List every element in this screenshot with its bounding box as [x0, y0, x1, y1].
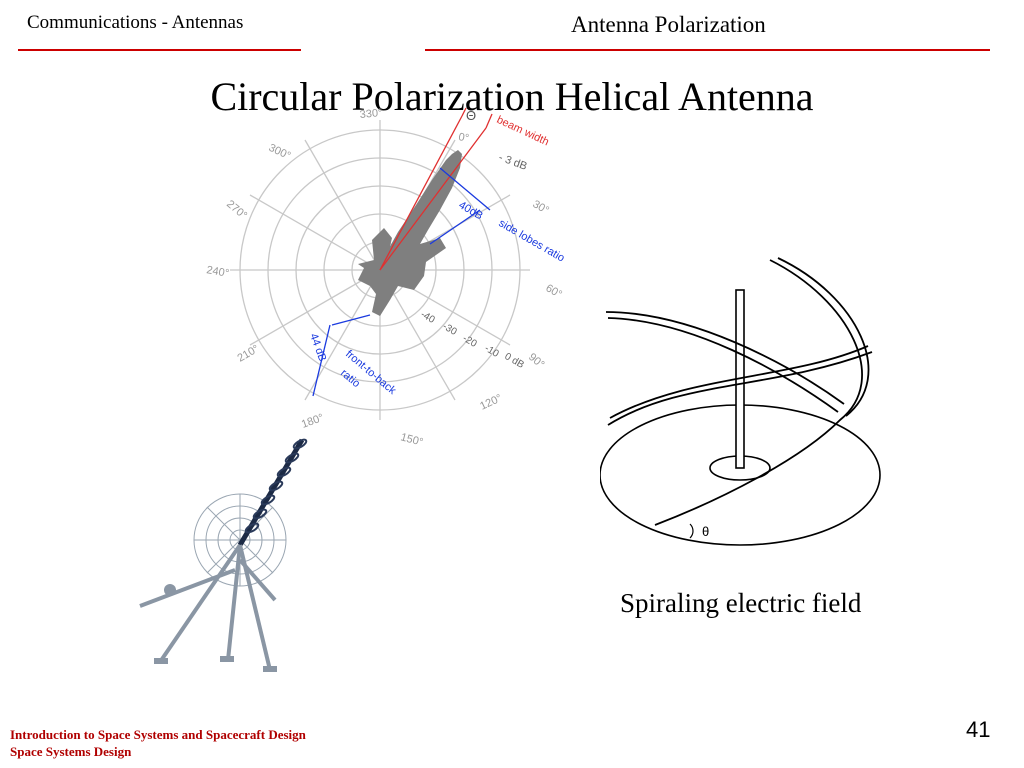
- page-number: 41: [966, 717, 991, 742]
- footer: Introduction to Space Systems and Spacec…: [10, 726, 306, 760]
- angle-label: 240°: [205, 264, 230, 280]
- angle-label: 180°: [300, 412, 325, 431]
- angle-label: 150°: [399, 431, 424, 448]
- side-lobes-arrow: [429, 167, 491, 245]
- footer-line-1: Introduction to Space Systems and Spacec…: [10, 727, 306, 742]
- tripod-feet: [154, 584, 277, 672]
- header-left-title: Communications - Antennas: [27, 12, 244, 33]
- radiation-lobe-pattern: [358, 150, 462, 316]
- polar-spoke: [249, 269, 381, 346]
- footer-line-2: Space Systems Design: [10, 744, 132, 759]
- angle-label: 300°: [267, 142, 293, 162]
- side-lobes-label: side lobes ratio: [497, 217, 567, 264]
- helical-antenna-photo: [139, 438, 308, 672]
- beam-width-lines: [379, 107, 493, 271]
- spiral-field-diagram: θ: [600, 257, 881, 546]
- polar-radiation-plot: 330° 300° 270° 240° 210° 180° 150° 120° …: [205, 107, 567, 449]
- helix-ribbon: [605, 257, 873, 526]
- db-label: -30: [441, 321, 459, 338]
- polar-db-labels: -40 -30 -20 -10 0 dB: [419, 309, 527, 371]
- helix-coils: [244, 438, 308, 534]
- angle-label: 90°: [526, 351, 546, 371]
- front-to-back-arrow: [312, 314, 371, 397]
- header-right-title: Antenna Polarization: [571, 12, 766, 37]
- theta-angle-label: θ: [702, 524, 709, 539]
- angle-label: 330°: [359, 107, 383, 121]
- angle-label: 270°: [224, 198, 249, 222]
- header-left-rule: [18, 49, 301, 51]
- slide-title: Circular Polarization Helical Antenna: [210, 74, 814, 119]
- header-right-rule: [425, 49, 990, 51]
- minus3db-label: - 3 dB: [497, 152, 529, 173]
- tripod-legs: [139, 543, 277, 671]
- helix-boom: [237, 438, 305, 547]
- db-label: -20: [461, 333, 479, 350]
- angle-label: 0°: [457, 131, 469, 145]
- db-label: -40: [419, 309, 437, 326]
- angle-label: 30°: [531, 198, 551, 217]
- angle-label: 120°: [478, 392, 504, 412]
- beam-width-label: beam width: [495, 114, 551, 149]
- polar-spoke: [249, 194, 381, 271]
- angle-label: 210°: [236, 343, 262, 365]
- figure-caption: Spiraling electric field: [620, 588, 862, 618]
- theta-label: Θ: [466, 108, 476, 123]
- db-label: 0 dB: [503, 351, 527, 371]
- polar-spoke: [304, 139, 381, 271]
- mesh-dish: [193, 493, 287, 587]
- ratio-label: ratio: [338, 367, 362, 390]
- theta-angle-mark: [689, 523, 694, 539]
- angle-label: 60°: [544, 282, 564, 301]
